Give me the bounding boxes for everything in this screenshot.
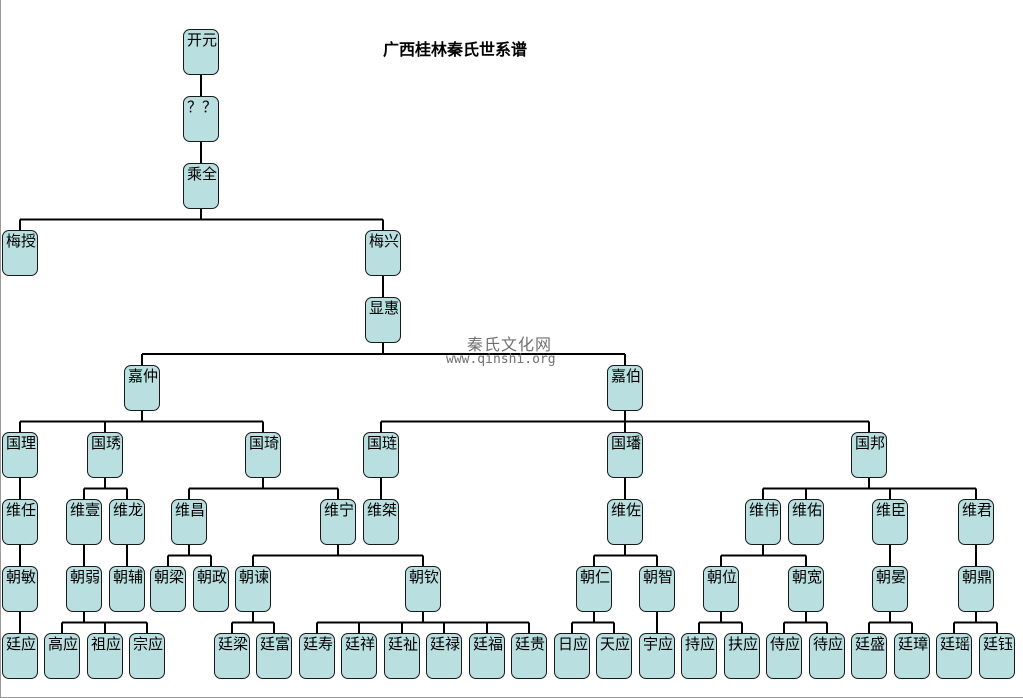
node-tingzhang: 廷璋 xyxy=(894,633,930,679)
node-chiying: 持应 xyxy=(681,633,717,679)
node-weijun: 维君 xyxy=(958,499,994,545)
node-tingfu2: 廷福 xyxy=(469,633,505,679)
node-chaoliang: 朝梁 xyxy=(150,566,186,612)
node-tingyao: 廷瑶 xyxy=(936,633,972,679)
node-tingfu1: 廷富 xyxy=(256,633,292,679)
node-tingshou: 廷寿 xyxy=(299,633,335,679)
diagram-title: 广西桂林秦氏世系谱 xyxy=(383,40,528,59)
node-fuying: 扶应 xyxy=(724,633,760,679)
node-unknown: ？？ xyxy=(183,96,219,142)
node-weijie: 维桀 xyxy=(363,499,399,545)
node-yuying: 宇应 xyxy=(639,633,675,679)
node-tinggui: 廷贵 xyxy=(511,633,547,679)
watermark-name: 秦氏文化网 xyxy=(467,335,553,354)
node-guobang: 国邦 xyxy=(851,432,887,478)
node-meixing: 梅兴 xyxy=(365,230,401,276)
node-riying: 日应 xyxy=(554,633,590,679)
node-zongying: 宗应 xyxy=(129,633,165,679)
node-guoqi: 国琦 xyxy=(245,432,281,478)
node-weichen: 维臣 xyxy=(872,499,908,545)
node-weilong: 维龙 xyxy=(109,499,145,545)
watermark-url: www.qinshi.org xyxy=(446,352,556,367)
node-chaozheng: 朝政 xyxy=(193,566,229,612)
node-chaojian: 朝谏 xyxy=(235,566,271,612)
node-shiying: 侍应 xyxy=(766,633,802,679)
node-guoxiu: 国琇 xyxy=(87,432,123,478)
node-weining: 维宁 xyxy=(320,499,356,545)
node-tingying: 廷应 xyxy=(2,633,38,679)
node-tianying: 天应 xyxy=(596,633,632,679)
node-tingyu: 廷钰 xyxy=(979,633,1015,679)
node-chaofu: 朝辅 xyxy=(109,566,145,612)
node-tingzhi: 廷祉 xyxy=(384,633,420,679)
node-chaokuan: 朝宽 xyxy=(788,566,824,612)
node-guofan: 国璠 xyxy=(607,432,643,478)
node-weiyou: 维佑 xyxy=(788,499,824,545)
node-meishou: 梅授 xyxy=(2,230,38,276)
node-weizuo: 维佐 xyxy=(607,499,643,545)
node-tingliang: 廷梁 xyxy=(214,633,250,679)
node-weiwei: 维伟 xyxy=(745,499,781,545)
node-guoli: 国理 xyxy=(2,432,38,478)
node-kaiyuan: 开元 xyxy=(183,29,219,75)
node-chaomin: 朝敏 xyxy=(2,566,38,612)
node-tinglu: 廷禄 xyxy=(426,633,462,679)
node-chaoruo: 朝弱 xyxy=(66,566,102,612)
node-chaozhi: 朝智 xyxy=(639,566,675,612)
node-daiying: 待应 xyxy=(809,633,845,679)
node-chaoren: 朝仁 xyxy=(576,566,612,612)
node-gaoying: 高应 xyxy=(44,633,80,679)
node-jiabo: 嘉伯 xyxy=(607,365,643,411)
node-chaoding: 朝鼎 xyxy=(958,566,994,612)
node-tingsheng: 廷盛 xyxy=(851,633,887,679)
node-chaoyan: 朝晏 xyxy=(872,566,908,612)
node-weichang: 维昌 xyxy=(171,499,207,545)
node-guolian: 国琏 xyxy=(363,432,399,478)
node-xianhui: 显惠 xyxy=(365,297,401,343)
node-weiren: 维任 xyxy=(2,499,38,545)
node-jiazhong: 嘉仲 xyxy=(124,365,160,411)
node-zuying: 祖应 xyxy=(87,633,123,679)
node-tingxiang: 廷祥 xyxy=(341,633,377,679)
node-chaowei: 朝位 xyxy=(703,566,739,612)
node-chengquan: 乘全 xyxy=(183,163,219,209)
node-chaoqin: 朝钦 xyxy=(405,566,441,612)
node-weiyi: 维壹 xyxy=(66,499,102,545)
